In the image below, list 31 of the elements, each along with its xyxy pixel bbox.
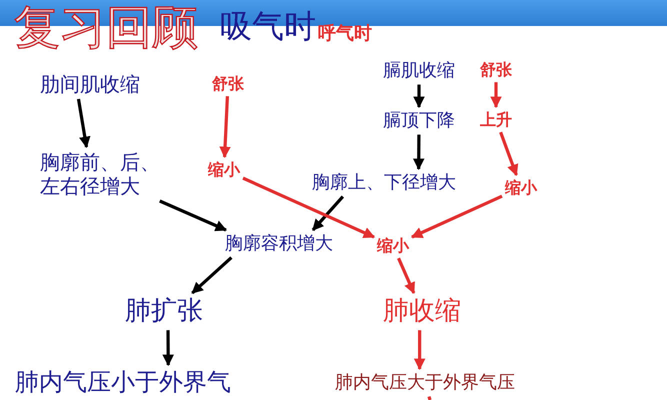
arrow: [397, 258, 416, 294]
arrow: [312, 196, 344, 232]
step-text: 肺收缩: [383, 296, 461, 328]
step-text: 舒张: [480, 60, 512, 80]
step-text: 膈肌收缩: [383, 60, 455, 82]
step-text: 胸廓容积增大: [225, 233, 333, 255]
arrow: [499, 132, 518, 176]
step-text: 缩小: [208, 160, 240, 180]
arrow: [76, 98, 90, 148]
phase-label: 呼气时: [318, 24, 372, 45]
arrow: [191, 256, 232, 294]
arrow: [219, 96, 231, 158]
step-text: 上升: [480, 110, 512, 130]
step-text: 肺内气压大于外界气压: [335, 372, 515, 394]
arrow: [159, 200, 227, 232]
arrow: [410, 194, 503, 238]
step-text: 缩小: [377, 236, 409, 256]
arrow: [412, 134, 424, 170]
step-text: 胸廓上、下径增大: [312, 172, 456, 194]
step-text: 舒张: [212, 74, 244, 94]
arrow: [242, 176, 376, 238]
arrow: [162, 330, 174, 366]
arrow: [413, 84, 425, 108]
step-text: 缩小: [505, 178, 537, 198]
step-text: 肋间肌收缩: [40, 72, 140, 96]
arrow: [414, 330, 426, 370]
step-text: 肺扩张: [125, 296, 203, 328]
arrow: [490, 82, 502, 108]
step-text: 膈顶下降: [383, 110, 455, 132]
step-text: 胸廓前、后、左右径增大: [40, 150, 170, 198]
step-text: 肺内气压小于外界气: [15, 368, 231, 397]
